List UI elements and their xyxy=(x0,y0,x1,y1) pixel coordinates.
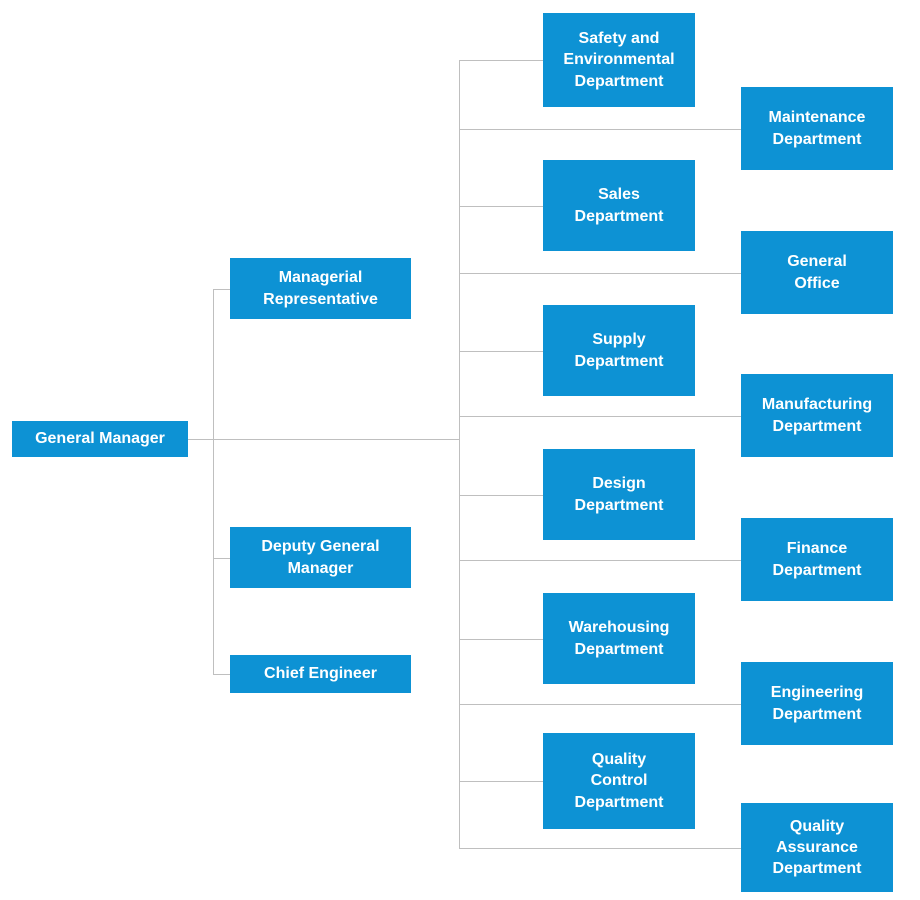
connector-level3-branch-middle xyxy=(459,206,543,207)
node-label: Design Department xyxy=(574,475,664,514)
node-label: Supply Department xyxy=(574,331,664,370)
node-managerial-representative[interactable]: Managerial Representative xyxy=(230,258,411,319)
node-label: Sales Department xyxy=(574,186,664,225)
node-general-manager[interactable]: General Manager xyxy=(12,421,188,457)
connector-level3-branch-middle xyxy=(459,639,543,640)
node-finance-department[interactable]: Finance Department xyxy=(741,518,893,601)
node-label: Deputy General Manager xyxy=(261,538,380,577)
connector-level3-stem xyxy=(188,439,459,440)
node-chief-engineer[interactable]: Chief Engineer xyxy=(230,655,411,693)
node-maintenance-department[interactable]: Maintenance Department xyxy=(741,87,893,170)
node-label: Managerial Representative xyxy=(263,269,378,308)
node-label: Manufacturing Department xyxy=(761,396,873,435)
connector-level3-branch-middle xyxy=(459,781,543,782)
connector-level3-branch-right xyxy=(459,129,741,130)
connector-level3-branch-right xyxy=(459,848,741,849)
node-label: General Manager xyxy=(35,430,165,448)
connector-level3-branch-right xyxy=(459,560,741,561)
connector-level2-trunk xyxy=(213,289,214,674)
node-quality-assurance-department[interactable]: Quality Assurance Department xyxy=(741,803,893,892)
node-label: Chief Engineer xyxy=(264,665,377,683)
node-label: Safety and Environmental Department xyxy=(563,30,675,90)
node-label: General Office xyxy=(787,253,847,292)
node-engineering-department[interactable]: Engineering Department xyxy=(741,662,893,745)
node-label: Warehousing Department xyxy=(568,619,670,658)
connector-level2-branch xyxy=(213,558,230,559)
node-design-department[interactable]: Design Department xyxy=(543,449,695,540)
connector-level2-branch xyxy=(213,289,230,290)
connector-level3-branch-right xyxy=(459,416,741,417)
node-sales-department[interactable]: Sales Department xyxy=(543,160,695,251)
connector-level3-branch-middle xyxy=(459,351,543,352)
node-label: Quality Assurance Department xyxy=(772,817,862,878)
connector-level3-trunk xyxy=(459,60,460,849)
node-manufacturing-department[interactable]: Manufacturing Department xyxy=(741,374,893,457)
connector-level3-branch-middle xyxy=(459,60,543,61)
node-label: Engineering Department xyxy=(770,684,864,723)
node-label: Finance Department xyxy=(772,540,862,579)
node-safety-and-environmental-department[interactable]: Safety and Environmental Department xyxy=(543,13,695,107)
node-general-office[interactable]: General Office xyxy=(741,231,893,314)
node-label: Maintenance Department xyxy=(768,109,866,148)
node-quality-control-department[interactable]: Quality Control Department xyxy=(543,733,695,829)
node-label: Quality Control Department xyxy=(574,751,664,811)
connector-level3-branch-middle xyxy=(459,495,543,496)
connector-level2-branch xyxy=(213,674,230,675)
node-warehousing-department[interactable]: Warehousing Department xyxy=(543,593,695,684)
connector-level3-branch-right xyxy=(459,704,741,705)
node-supply-department[interactable]: Supply Department xyxy=(543,305,695,396)
node-deputy-general-manager[interactable]: Deputy General Manager xyxy=(230,527,411,588)
connector-level3-branch-right xyxy=(459,273,741,274)
